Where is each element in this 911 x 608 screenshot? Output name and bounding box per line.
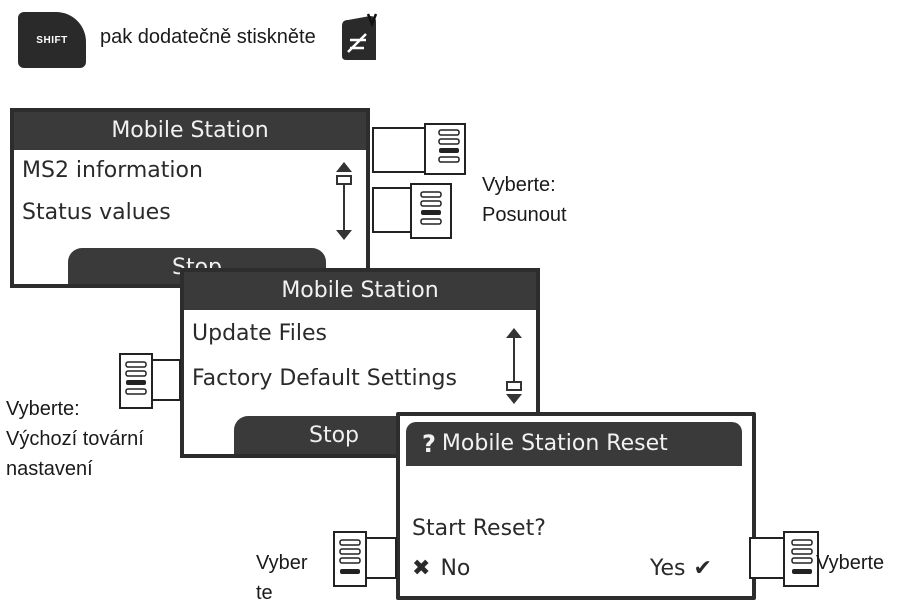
instruction-text: pak dodatečně stiskněte: [100, 26, 316, 48]
scroll-arrow-icon: [506, 328, 522, 404]
no-knob-illustration: [333, 531, 397, 587]
scroll-knob-illustration: [372, 123, 466, 239]
yes-button[interactable]: Yes ✔: [650, 556, 712, 581]
control-key-icon: [342, 13, 378, 60]
menu-item-update-files[interactable]: Update Files: [192, 321, 327, 346]
no-label: No: [440, 556, 471, 581]
label-line: nastavení: [6, 458, 93, 480]
question-mark-icon: ?: [422, 430, 436, 458]
label-line: Posunout: [482, 204, 567, 226]
label-select-scroll: Vyberte: Posunout: [482, 170, 567, 230]
check-icon: ✔: [693, 556, 712, 581]
label-select-no: Vyber te: [256, 548, 308, 608]
label-line: Výchozí tovární: [6, 428, 144, 450]
screen-main-menu: Mobile Station MS2 information Status va…: [10, 108, 370, 288]
label-select-yes: Vyberte: [816, 552, 885, 574]
screen-title: Mobile Station: [184, 272, 536, 310]
dialog-title: Mobile Station Reset: [441, 431, 668, 456]
reset-dialog: ? Mobile Station Reset Start Reset? ✖ No…: [396, 412, 756, 600]
dialog-prompt: Start Reset?: [412, 516, 546, 541]
shift-key-label: SHIFT: [36, 34, 68, 46]
shift-key: SHIFT: [18, 12, 86, 68]
label-line: Vyber: [256, 552, 308, 574]
menu-item-factory-default-settings[interactable]: Factory Default Settings: [192, 366, 457, 391]
yes-knob-illustration: [749, 531, 819, 587]
select-knob-illustration: [119, 353, 181, 409]
screen-title: Mobile Station: [14, 112, 366, 150]
no-button[interactable]: ✖ No: [412, 556, 470, 581]
dialog-header: ? Mobile Station Reset: [406, 422, 742, 466]
menu-item-status-values[interactable]: Status values: [22, 200, 171, 225]
yes-label: Yes: [650, 556, 686, 581]
label-select-factory: Vyberte: Výchozí tovární nastavení: [6, 394, 144, 484]
label-line: Vyberte:: [6, 398, 80, 420]
label-line: Vyberte:: [482, 174, 556, 196]
scroll-arrow-icon: [336, 162, 352, 240]
cross-icon: ✖: [412, 556, 431, 581]
label-line: te: [256, 582, 273, 604]
menu-item-ms2-information[interactable]: MS2 information: [22, 158, 203, 183]
screen-submenu: Mobile Station Update Files Factory Defa…: [180, 268, 540, 458]
